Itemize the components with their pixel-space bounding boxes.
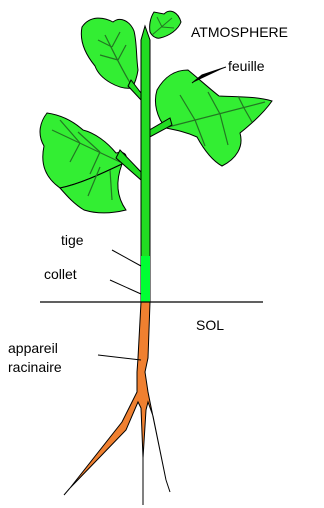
leaf-left: [40, 113, 126, 213]
root-system: [64, 302, 170, 505]
feuille-label: feuille: [228, 58, 265, 74]
atmosphere-label: ATMOSPHERE: [191, 24, 288, 40]
leaf-right: [155, 70, 272, 166]
collar: [141, 256, 150, 302]
root-tips: [64, 458, 170, 505]
leaf-top-small: [150, 11, 181, 38]
appareil-label: appareil: [8, 340, 58, 356]
racinaire-label: racinaire: [8, 359, 62, 375]
sol-label: SOL: [196, 317, 224, 333]
collet-leader: [110, 280, 141, 294]
collet-label: collet: [44, 266, 77, 282]
racine-leader: [98, 355, 141, 360]
tige-label: tige: [61, 232, 84, 248]
leaf-top-left: [81, 18, 138, 88]
tige-leader: [112, 250, 141, 266]
